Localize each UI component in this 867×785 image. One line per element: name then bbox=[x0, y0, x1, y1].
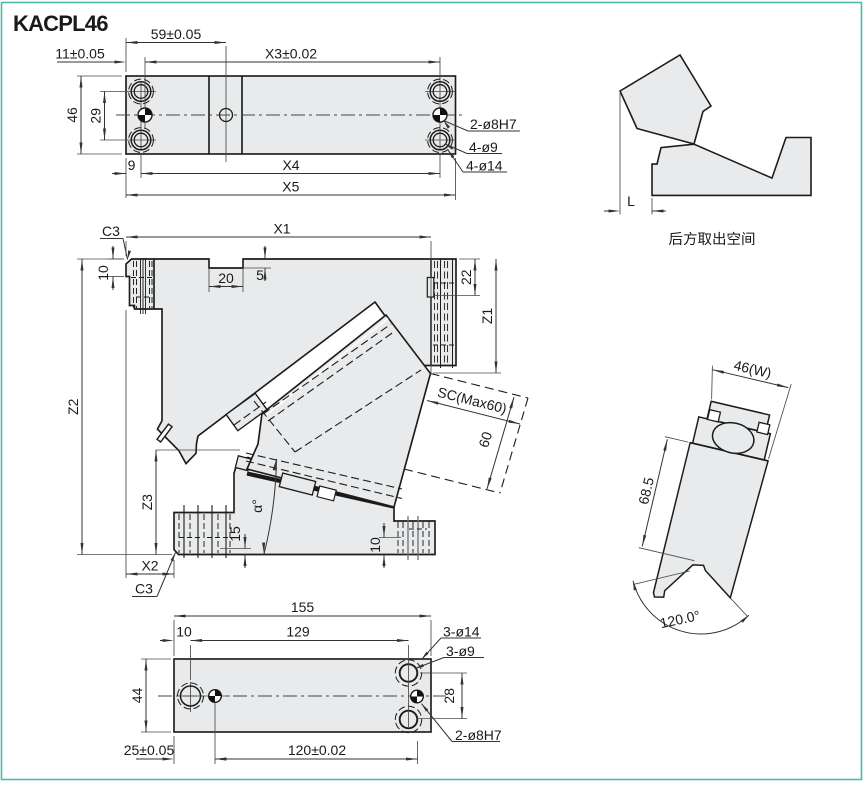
svg-text:X2: X2 bbox=[141, 558, 158, 574]
svg-text:10: 10 bbox=[95, 265, 111, 281]
svg-text:X4: X4 bbox=[282, 157, 299, 173]
svg-text:5: 5 bbox=[256, 267, 264, 283]
svg-text:120±0.02: 120±0.02 bbox=[288, 742, 347, 758]
svg-text:C3: C3 bbox=[102, 223, 120, 239]
svg-text:22: 22 bbox=[458, 269, 474, 285]
svg-text:11±0.05: 11±0.05 bbox=[55, 46, 105, 62]
svg-text:15: 15 bbox=[227, 526, 243, 542]
svg-text:155: 155 bbox=[291, 599, 315, 615]
svg-text:Z1: Z1 bbox=[479, 308, 495, 325]
svg-text:4-ø9: 4-ø9 bbox=[469, 139, 498, 155]
svg-text:68.5: 68.5 bbox=[635, 475, 657, 505]
svg-text:2-ø8H7: 2-ø8H7 bbox=[470, 116, 517, 132]
svg-text:3-ø9: 3-ø9 bbox=[446, 643, 475, 659]
svg-text:28: 28 bbox=[441, 688, 457, 704]
svg-text:4-ø14: 4-ø14 bbox=[466, 158, 503, 174]
svg-text:KACPL46: KACPL46 bbox=[13, 11, 108, 36]
svg-text:C3: C3 bbox=[135, 581, 153, 597]
svg-text:25±0.05: 25±0.05 bbox=[124, 742, 175, 758]
svg-text:29: 29 bbox=[88, 108, 104, 124]
svg-text:Z2: Z2 bbox=[65, 398, 81, 415]
svg-text:10: 10 bbox=[176, 624, 192, 640]
svg-text:2-ø8H7: 2-ø8H7 bbox=[455, 727, 502, 743]
svg-text:α°: α° bbox=[249, 499, 265, 513]
svg-text:X3±0.02: X3±0.02 bbox=[265, 46, 317, 62]
svg-text:X5: X5 bbox=[282, 179, 299, 195]
svg-text:129: 129 bbox=[286, 624, 310, 640]
svg-text:46: 46 bbox=[64, 107, 80, 123]
svg-text:L: L bbox=[627, 193, 635, 209]
svg-text:59±0.05: 59±0.05 bbox=[151, 26, 202, 42]
svg-text:3-ø14: 3-ø14 bbox=[443, 624, 480, 640]
svg-text:20: 20 bbox=[218, 270, 234, 286]
svg-text:60: 60 bbox=[475, 430, 495, 450]
svg-text:9: 9 bbox=[128, 157, 136, 173]
svg-text:10: 10 bbox=[367, 537, 383, 553]
svg-text:44: 44 bbox=[129, 688, 145, 704]
svg-text:Z3: Z3 bbox=[139, 494, 155, 511]
svg-text:X1: X1 bbox=[273, 221, 290, 237]
